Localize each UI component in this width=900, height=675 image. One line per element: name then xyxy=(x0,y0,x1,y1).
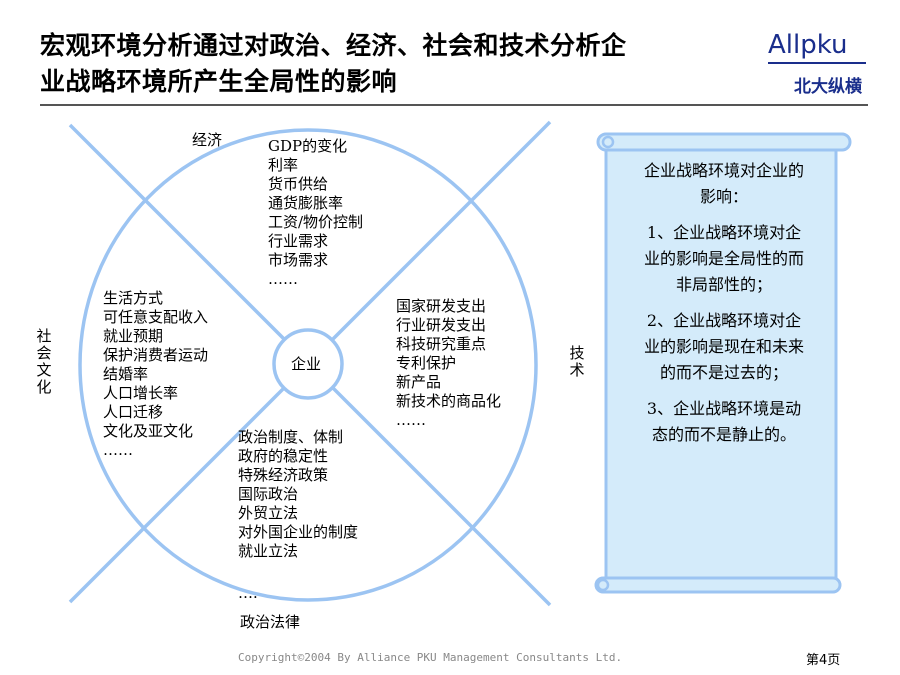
list-item: 工资/物价控制 xyxy=(268,213,364,231)
copyright-text: Copyright©2004 By Alliance PKU Managemen… xyxy=(238,651,623,664)
list-item: 可任意支配收入 xyxy=(103,308,209,326)
scroll-point-3: 3、企业战略环境是动态的而不是静止的。 xyxy=(646,399,802,444)
list-item: 利率 xyxy=(268,156,299,174)
list-item: 保护消费者运动 xyxy=(103,346,209,364)
scroll-point-1: 1、企业战略环境对企业的影响是全局性的而非局部性的； xyxy=(643,223,804,294)
scroll-content: 企业战略环境对企业的影响： 1、企业战略环境对企业的影响是全局性的而非局部性的；… xyxy=(640,158,808,458)
list-item: 国家研发支出 xyxy=(396,297,487,315)
page-number: 第4页 xyxy=(806,653,841,668)
politics-title: 政治法律 xyxy=(240,613,301,631)
list-item: 科技研究重点 xyxy=(396,335,487,353)
technology-title: 技术 xyxy=(569,344,585,379)
scroll-heading: 企业战略环境对企业的影响： xyxy=(643,161,804,206)
outer-circle xyxy=(78,128,538,602)
title-line-1: 宏观环境分析通过对政治、经济、社会和技术分析企 xyxy=(40,31,627,60)
list-item: 行业研发支出 xyxy=(396,316,487,334)
list-item: 新产品 xyxy=(396,373,442,391)
list-item: 专利保护 xyxy=(396,354,457,372)
list-item: 市场需求 xyxy=(268,251,329,269)
scroll-top-roll xyxy=(596,132,852,152)
list-item: 就业预期 xyxy=(103,327,164,345)
list-item: GDP的变化 xyxy=(268,137,348,155)
list-item: 新技术的商品化 xyxy=(396,392,502,410)
title-line-2: 业战略环境所产生全局性的影响 xyxy=(40,67,398,96)
list-item: 行业需求 xyxy=(268,232,329,250)
list-item: 外贸立法 xyxy=(238,504,299,522)
list-item: 人口增长率 xyxy=(103,384,179,402)
list-item: 政府的稳定性 xyxy=(238,447,329,465)
list-item: 人口迁移 xyxy=(103,403,164,421)
scroll-bottom-curl xyxy=(596,578,610,592)
politics-ellipsis: …. xyxy=(238,584,258,602)
list-item: 政治制度、体制 xyxy=(238,428,344,446)
list-item: …… xyxy=(103,441,133,459)
list-item: 文化及亚文化 xyxy=(103,422,194,440)
social-title: 社会文化 xyxy=(36,327,52,396)
logo-underline xyxy=(768,62,866,64)
center-circle xyxy=(272,328,344,400)
scroll-point-2: 2、企业战略环境对企业的影响是现在和未来的而不是过去的； xyxy=(643,311,804,382)
company-logo: Allpku 北大纵横 xyxy=(768,30,868,97)
scroll-top-curl xyxy=(601,135,615,149)
list-item: 特殊经济政策 xyxy=(238,466,329,484)
scroll-banner xyxy=(594,132,852,594)
center-label: 企业 xyxy=(291,355,322,373)
social-list: 生活方式 可任意支配收入 就业预期 保护消费者运动 结婚率 人口增长率 人口迁移… xyxy=(103,289,208,460)
list-item: 对外国企业的制度 xyxy=(238,523,359,541)
politics-list: 政治制度、体制 政府的稳定性 特殊经济政策 国际政治 外贸立法 对外国企业的制度… xyxy=(238,428,358,561)
header-divider xyxy=(40,104,868,106)
list-item: 就业立法 xyxy=(238,542,299,560)
list-item: 生活方式 xyxy=(103,289,164,307)
economy-title: 经济 xyxy=(192,131,223,149)
list-item: 结婚率 xyxy=(103,365,149,383)
list-item: 通货膨胀率 xyxy=(268,194,344,212)
list-item: …… xyxy=(396,411,426,429)
list-item: 国际政治 xyxy=(238,485,299,503)
technology-list: 国家研发支出 行业研发支出 科技研究重点 专利保护 新产品 新技术的商品化 …… xyxy=(396,297,501,430)
scroll-bottom-roll xyxy=(594,576,842,594)
economy-list: GDP的变化 利率 货币供给 通货膨胀率 工资/物价控制 行业需求 市场需求 …… xyxy=(268,137,363,289)
list-item: …… xyxy=(268,270,298,288)
logo-chinese: 北大纵横 xyxy=(794,77,862,97)
page-title: 宏观环境分析通过对政治、经济、社会和技术分析企 业战略环境所产生全局性的影响 xyxy=(40,28,760,100)
list-item: 货币供给 xyxy=(268,175,329,193)
logo-english: Allpku xyxy=(768,30,848,60)
